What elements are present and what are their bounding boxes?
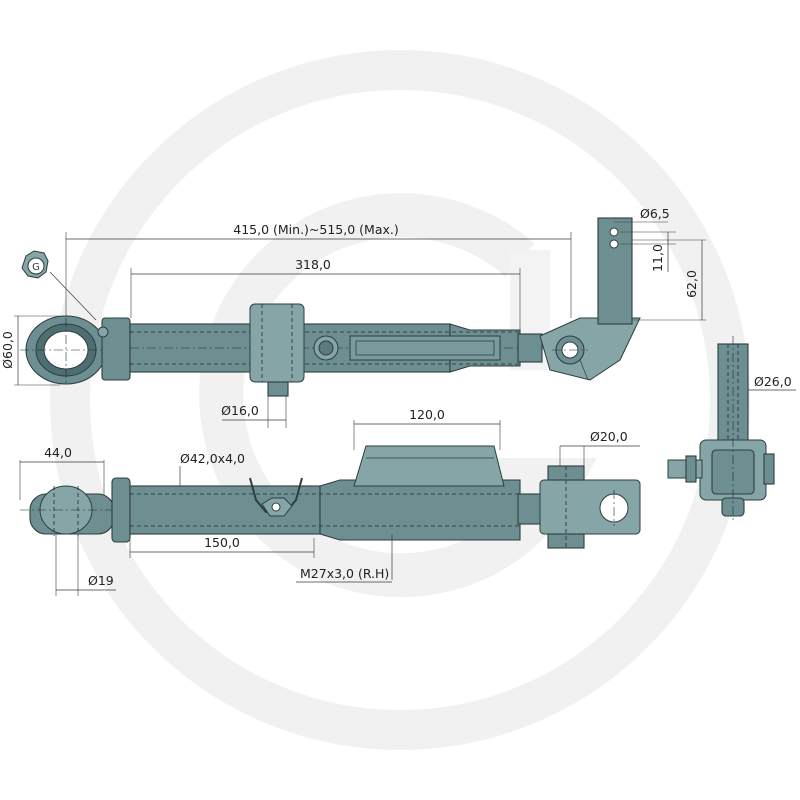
dim-tube-diameter: Ø42,0x4,0 — [179, 451, 245, 486]
clevis-end-side — [517, 465, 641, 549]
lock-pin-diameter-label: Ø16,0 — [221, 403, 259, 418]
swivel-bracket-top — [517, 217, 641, 381]
dim-thread-length: 150,0 — [129, 535, 315, 558]
thread-spec-label: M27x3,0 (R.H) — [300, 566, 389, 581]
dim-clevis-pin: Ø20,0 — [559, 429, 640, 468]
dim-pin-side: Ø26,0 — [748, 374, 796, 391]
tube-length-label: 318,0 — [295, 257, 331, 272]
clevis-pin-label: Ø20,0 — [590, 429, 628, 444]
overall-length-label: 415,0 (Min.)~515,0 (Max.) — [233, 222, 398, 237]
logo-letter: G — [32, 262, 40, 273]
ball-joint-top — [20, 315, 131, 385]
hole-spacing-label: 11,0 — [650, 244, 665, 272]
hole-diameter-label: Ø6,5 — [640, 206, 670, 221]
thread-length-label: 150,0 — [204, 535, 240, 550]
dim-ball-hole: Ø19 — [55, 534, 116, 596]
bracket-height-label: 62,0 — [684, 270, 699, 298]
spring-clip-side — [249, 477, 303, 517]
dim-ball-diameter: Ø60,0 — [0, 315, 60, 386]
ball-width-label: 44,0 — [44, 445, 72, 460]
dim-spring-housing: 120,0 — [353, 407, 501, 450]
locking-collar-top — [249, 303, 305, 397]
grease-nipple-detail: G — [21, 250, 97, 321]
ball-diameter-label: Ø60,0 — [0, 331, 15, 369]
end-view-bracket: Ø26,0 — [667, 336, 796, 520]
side-view-stabiliser: 44,0 Ø42,0x4,0 120,0 Ø20,0 — [19, 407, 641, 596]
outer-tube-top — [129, 323, 560, 373]
spring-housing-label: 120,0 — [409, 407, 445, 422]
pin-side-diameter-label: Ø26,0 — [754, 374, 792, 389]
tube-diameter-label: Ø42,0x4,0 — [180, 451, 245, 466]
dim-ball-width: 44,0 — [19, 445, 105, 500]
dim-thread-spec: M27x3,0 (R.H) — [296, 534, 393, 583]
ball-joint-side — [20, 477, 560, 543]
watermark-logo — [50, 50, 750, 750]
ball-hole-label: Ø19 — [88, 573, 114, 588]
dim-tube-length: 318,0 — [130, 257, 521, 330]
dim-lock-pin: Ø16,0 — [221, 396, 287, 428]
dim-overall-length: 415,0 (Min.)~515,0 (Max.) — [65, 222, 572, 330]
dim-bracket: Ø6,5 11,0 62,0 — [614, 206, 706, 321]
top-view-stabiliser: 415,0 (Min.)~515,0 (Max.) 318,0 Ø60,0 — [0, 206, 706, 428]
